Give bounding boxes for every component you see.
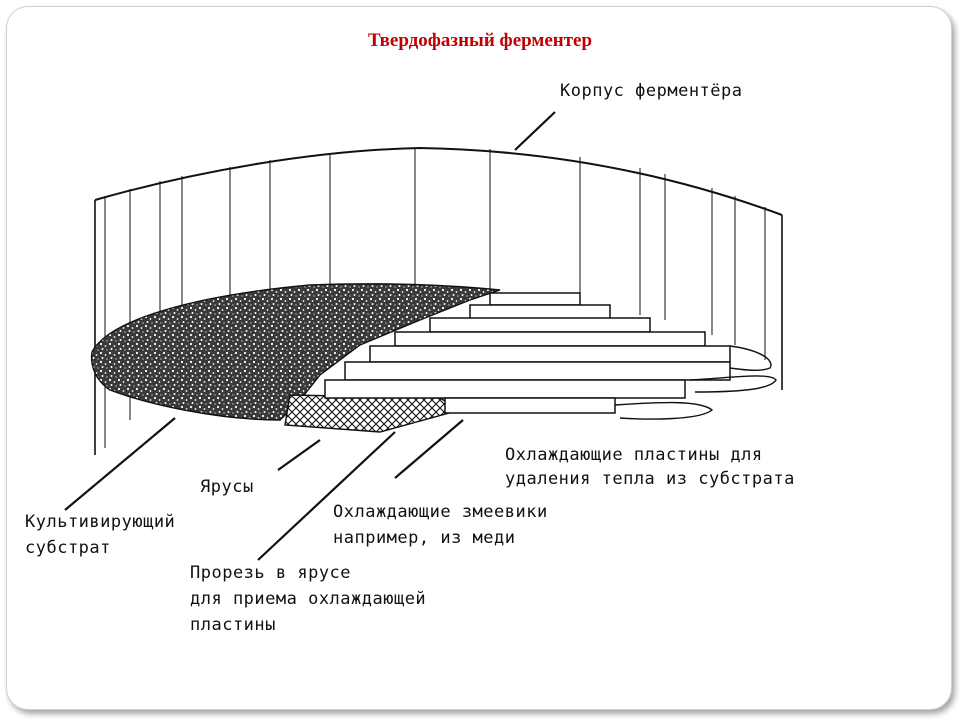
label-housing: Корпус ферментёра	[560, 81, 743, 101]
cooling-plates	[324, 292, 731, 414]
label-slot-line1: Прорезь в ярусе	[190, 563, 351, 583]
leader-lines	[64, 111, 556, 561]
cooling-coils	[614, 345, 777, 420]
label-slot-line2: для приема охлаждающей	[190, 589, 426, 609]
substrate-tier	[90, 283, 501, 421]
fermenter-housing	[94, 146, 783, 455]
label-cooling-plates-line1: Охлаждающие пластины для	[505, 445, 763, 465]
label-substrate-line2: субстрат	[25, 538, 111, 558]
label-slot-line3: пластины	[190, 615, 276, 635]
slide-title: Твердофазный ферментер	[367, 30, 593, 51]
label-coils-line2: например, из меди	[333, 528, 516, 548]
label-coils-line1: Охлаждающие змеевики	[333, 502, 548, 522]
label-cooling-plates-line2: удаления тепла из субстрата	[505, 469, 795, 489]
label-tiers: Ярусы	[200, 477, 254, 497]
slotted-tier-edge	[284, 394, 462, 433]
label-substrate-line1: Культивирующий	[25, 512, 175, 532]
